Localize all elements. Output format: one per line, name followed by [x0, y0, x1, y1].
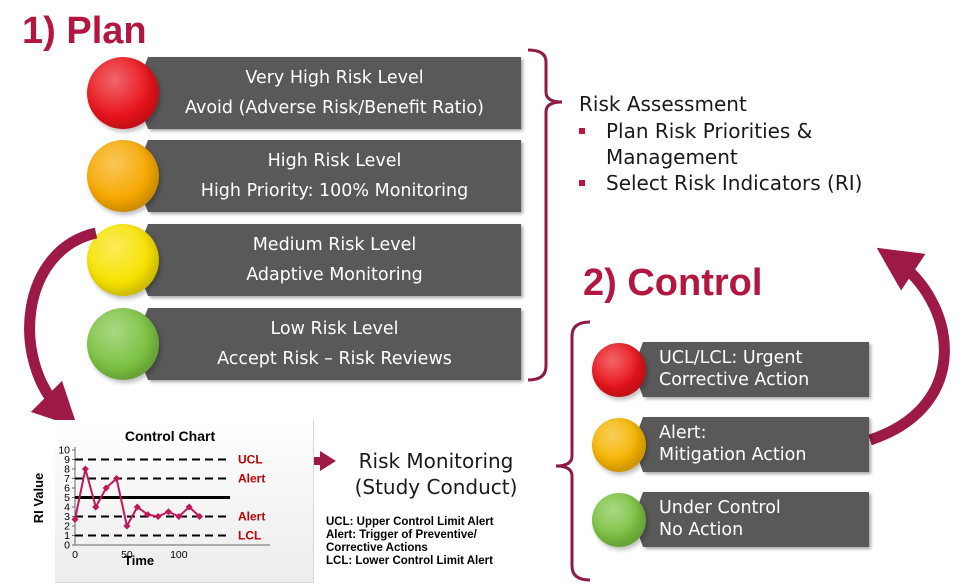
y-tick-label: 2: [64, 521, 70, 533]
x-tick-label: 0: [72, 549, 78, 561]
assessment-bullet-1: Plan Risk Priorities & Management: [606, 119, 813, 169]
y-tick-label: 5: [64, 492, 70, 504]
y-tick-label: 3: [64, 511, 70, 523]
risk-level-action: Avoid (Adverse Risk/Benefit Ratio): [185, 98, 484, 118]
control-item-under-control: Under Control No Action: [633, 492, 869, 547]
control-item-alert: Alert: Mitigation Action: [633, 417, 869, 472]
y-tick-label: 0: [64, 540, 70, 552]
data-point: [123, 522, 131, 530]
assessment-bullet-2: Select Risk Indicators (RI): [606, 171, 863, 195]
bullet-icon: [579, 128, 585, 134]
data-point: [144, 511, 152, 519]
chart-title: Control Chart: [125, 428, 216, 444]
data-point: [102, 484, 110, 492]
risk-level-action: Adaptive Monitoring: [246, 265, 423, 285]
yellow-light-icon: [87, 224, 159, 296]
reference-label: Alert: [238, 510, 265, 524]
control-bracket: [555, 320, 591, 582]
control-item-ucl-lcl: UCL/LCL: Urgent Corrective Action: [633, 342, 869, 397]
data-point: [92, 503, 100, 511]
risk-level-action: Accept Risk – Risk Reviews: [217, 349, 452, 369]
plan-title: 1) Plan: [22, 10, 147, 52]
y-tick-label: 8: [64, 464, 70, 476]
red-light-icon: [87, 57, 159, 129]
green-light-icon: [87, 308, 159, 380]
red-light-icon: [592, 343, 646, 397]
risk-level-name: Medium Risk Level: [252, 235, 417, 255]
data-point: [154, 512, 162, 521]
y-tick-label: 6: [64, 483, 70, 495]
data-point: [133, 503, 141, 511]
x-tick-label: 100: [170, 549, 188, 561]
reference-label: LCL: [238, 529, 261, 543]
plan-to-chart-arrow: [24, 227, 98, 428]
data-point: [185, 503, 193, 511]
plan-bracket: [527, 48, 563, 382]
data-point: [113, 474, 121, 483]
y-axis-label: RI Value: [31, 473, 46, 524]
data-point: [196, 512, 204, 521]
risk-level-name: High Risk Level: [267, 151, 402, 171]
risk-level-action: High Priority: 100% Monitoring: [200, 181, 469, 201]
data-point: [175, 512, 183, 521]
control-feedback-arrow: [868, 247, 950, 446]
risk-level-name: Very High Risk Level: [245, 68, 424, 88]
y-tick-label: 10: [58, 445, 70, 457]
orange-light-icon: [87, 140, 159, 212]
risk-level-low: Low Risk Level Accept Risk – Risk Review…: [134, 308, 521, 380]
reference-label: Alert: [238, 472, 265, 486]
risk-level-medium: Medium Risk Level Adaptive Monitoring: [134, 224, 521, 296]
green-light-icon: [592, 493, 646, 547]
x-axis-label: Time: [124, 553, 154, 568]
risk-monitoring-label: Risk Monitoring (Study Conduct): [354, 449, 518, 499]
y-tick-label: 1: [64, 530, 70, 542]
y-tick-label: 7: [64, 473, 70, 485]
bullet-icon: [579, 180, 585, 186]
control-limit-legend: UCL: Upper Control Limit Alert Alert: Tr…: [326, 516, 494, 567]
y-tick-label: 4: [64, 502, 70, 514]
y-tick-label: 9: [64, 454, 70, 466]
reference-label: UCL: [238, 453, 263, 467]
risk-level-name: Low Risk Level: [270, 319, 399, 339]
x-tick-label: 50: [121, 549, 133, 561]
risk-level-very-high: Very High Risk Level Avoid (Adverse Risk…: [134, 57, 521, 129]
control-title: 2) Control: [583, 262, 763, 304]
data-point: [81, 465, 89, 473]
data-point: [164, 508, 172, 516]
yellow-light-icon: [592, 418, 646, 472]
data-point: [71, 515, 79, 523]
assessment-title: Risk Assessment: [579, 92, 747, 116]
